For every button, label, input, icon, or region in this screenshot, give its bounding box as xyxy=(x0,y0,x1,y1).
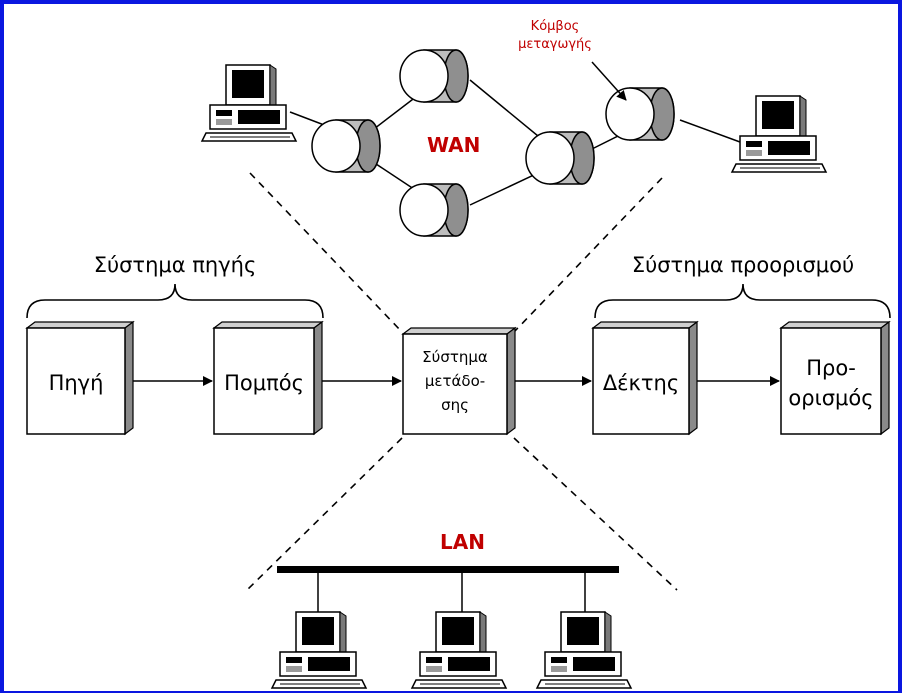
wan-label: WAN xyxy=(427,133,480,157)
wan-node-top xyxy=(399,49,469,103)
wan-computer-right-icon xyxy=(731,95,827,173)
transmitter-block xyxy=(212,320,324,436)
destination-block-label-line1: Προ- xyxy=(806,356,856,380)
transmission-system-label-line2: μετάδο- xyxy=(425,372,485,390)
wan-computer-left-icon xyxy=(201,64,297,142)
lan-drops xyxy=(317,573,586,612)
switch-node-label-line2: μεταγωγής xyxy=(518,37,592,52)
wan-node-left xyxy=(311,119,381,173)
lan-computer-3-icon xyxy=(536,611,632,689)
transmission-system-block xyxy=(401,326,517,436)
switch-node xyxy=(605,87,675,141)
lan-computer-1-icon xyxy=(271,611,367,689)
switch-node-pointer-arrow xyxy=(591,61,627,101)
wan-node-bottom xyxy=(399,183,469,237)
transmission-system-label-line1: Σύστημα xyxy=(422,348,488,366)
receiver-block xyxy=(591,320,699,436)
transmitter-block-label: Πομπός xyxy=(224,371,304,395)
lan-bus xyxy=(277,566,619,573)
destination-system-brace xyxy=(594,283,891,319)
source-block-label: Πηγή xyxy=(49,371,104,395)
source-system-brace xyxy=(26,283,324,319)
wan-node-right xyxy=(525,131,595,185)
lan-computer-2-icon xyxy=(411,611,507,689)
destination-block xyxy=(779,320,891,436)
transmission-system-label-line3: σης xyxy=(441,396,469,414)
lan-label: LAN xyxy=(440,530,485,554)
destination-block-label-line2: ορισμός xyxy=(788,386,873,410)
receiver-block-label: Δέκτης xyxy=(603,371,679,395)
source-system-label: Σύστημα πηγής xyxy=(94,253,257,277)
source-block xyxy=(25,320,135,436)
destination-system-label: Σύστημα προορισμού xyxy=(632,253,854,277)
dashed-divider-lines xyxy=(246,172,678,591)
switch-node-label-line1: Κόμβος xyxy=(531,19,580,34)
